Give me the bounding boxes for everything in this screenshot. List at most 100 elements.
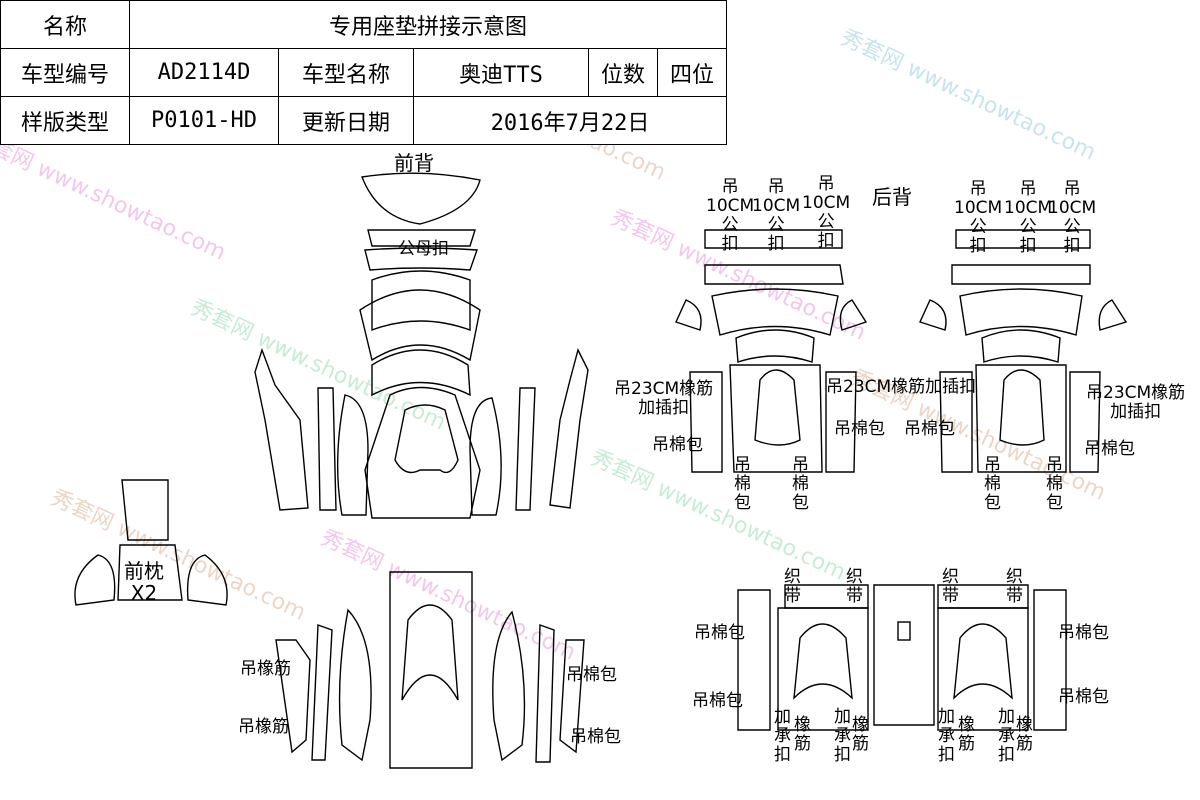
rear-seat-left-main	[777, 607, 869, 731]
front-seat-right-side	[559, 639, 585, 754]
label-add-clip-3: 加 承 扣	[938, 707, 955, 765]
front-back-seat-main	[364, 386, 481, 519]
rear-back-left-side-l	[689, 371, 723, 473]
rear-seat-center	[873, 584, 935, 726]
front-back-top-piece	[361, 172, 481, 225]
label-add-clip-2: 加 承 扣	[834, 707, 851, 765]
label-cotton-14: 吊棉包	[1058, 687, 1109, 707]
front-left-side-1	[254, 347, 309, 511]
rear-back-left-inner	[754, 369, 801, 446]
label-cotton-5: 吊棉包	[904, 419, 955, 439]
label-strap-4: 织 带	[1006, 567, 1023, 606]
front-back-middle	[371, 349, 471, 397]
rear-back-left-strip-1	[704, 229, 843, 249]
label-cotton-1: 吊棉包	[652, 435, 703, 455]
front-seat-left-side	[275, 639, 311, 754]
headrest-right	[186, 554, 228, 606]
label-hang-23cm-mid: 吊23CM橡筋加插扣	[826, 377, 977, 397]
label-front-back: 前背	[394, 151, 434, 175]
seats-value: 四位	[657, 48, 727, 97]
info-table: 名称 专用座垫拼接示意图 车型编号 AD2114D 车型名称 奥迪TTS 位数 …	[0, 0, 727, 145]
label-male-female-clip: 公母扣	[398, 239, 449, 259]
front-right-side-2	[515, 387, 536, 511]
label-cotton-7: 吊 棉 包	[1046, 455, 1063, 513]
label-cotton-9: 吊棉包	[566, 665, 617, 685]
label-hang-10cm-5: 吊 10CM 公 扣	[1004, 179, 1053, 256]
rear-back-right-main	[975, 364, 1067, 473]
front-back-seat-inner	[394, 404, 459, 474]
model-name-value: 奥迪TTS	[413, 48, 589, 97]
rear-back-right-ear-r	[1098, 299, 1128, 331]
label-hang-10cm-6: 吊 10CM 公 扣	[1048, 179, 1097, 256]
label-cotton-6: 吊 棉 包	[984, 455, 1001, 513]
front-back-strip-2	[364, 247, 478, 271]
rear-back-right-arch	[959, 288, 1083, 336]
label-cotton-12: 吊棉包	[692, 691, 743, 711]
label-strap-1: 织 带	[784, 567, 801, 606]
name-label: 名称	[0, 0, 130, 49]
rear-back-left-main	[729, 364, 823, 473]
label-hang-23cm-left: 吊23CM橡筋 加插扣	[614, 379, 714, 418]
rear-seat-right-inner	[953, 623, 1013, 700]
front-seat-left-side-2	[311, 624, 333, 761]
label-elastic-1: 吊橡筋	[240, 659, 291, 679]
rear-back-left-ear-l	[675, 299, 702, 331]
front-right-side-1	[549, 348, 589, 509]
rear-back-right-mid	[981, 329, 1061, 363]
label-cotton-8: 吊棉包	[1084, 439, 1135, 459]
name-value: 专用座垫拼接示意图	[129, 0, 727, 49]
label-cotton-11: 吊棉包	[694, 623, 745, 643]
rear-seat-right-main	[937, 607, 1029, 731]
front-back-arch	[359, 289, 481, 362]
label-hang-23cm-right: 吊23CM橡筋 加插扣	[1086, 383, 1186, 422]
rear-back-right-inner	[999, 369, 1045, 446]
front-seat-right-side-2	[535, 624, 555, 763]
front-right-side-3	[469, 397, 502, 516]
label-elastic-2: 吊橡筋	[238, 717, 289, 737]
rear-seat-left-outer	[737, 589, 771, 731]
model-code-value: AD2114D	[129, 48, 279, 97]
label-strap-2: 织 带	[846, 567, 863, 606]
front-left-side-2	[317, 387, 337, 511]
model-code-label: 车型编号	[0, 48, 130, 97]
front-seat-inner	[401, 604, 459, 701]
update-date-label: 更新日期	[278, 96, 414, 145]
front-back-upper-panel	[371, 270, 471, 332]
rear-back-left-ear-r	[839, 299, 868, 331]
rear-back-right-strip-2	[951, 264, 1091, 285]
model-name-label: 车型名称	[278, 48, 414, 97]
headrest-top	[121, 479, 169, 541]
label-strap-3: 织 带	[942, 567, 959, 606]
rear-back-left-side-r	[825, 371, 857, 473]
label-rear-back: 后背	[872, 185, 912, 209]
label-hang-10cm-1: 吊 10CM 公 扣	[706, 177, 755, 254]
update-date-value: 2016年7月22日	[413, 96, 727, 145]
label-elastic-3: 橡 筋	[794, 715, 811, 754]
label-hang-10cm-3: 吊 10CM 公 扣	[802, 174, 851, 251]
label-hang-10cm-2: 吊 10CM 公 扣	[752, 177, 801, 254]
pattern-type-label: 样版类型	[0, 96, 130, 145]
pattern-type-value: P0101-HD	[129, 96, 279, 145]
rear-back-right-strip-1	[955, 229, 1091, 249]
label-elastic-5: 橡 筋	[958, 715, 975, 754]
front-back-strip-1	[367, 229, 476, 247]
label-hang-10cm-4: 吊 10CM 公 扣	[954, 179, 1003, 256]
front-left-side-3	[336, 394, 369, 516]
front-seat-panel	[389, 571, 473, 769]
rear-back-left-strip-2	[704, 264, 844, 285]
label-cotton-13: 吊棉包	[1058, 623, 1109, 643]
rear-back-left-arch	[711, 288, 839, 336]
label-cotton-2: 吊 棉 包	[734, 455, 751, 513]
label-cotton-3: 吊 棉 包	[792, 455, 809, 513]
seats-label: 位数	[588, 48, 658, 97]
label-add-clip-1: 加 承 扣	[774, 707, 791, 765]
rear-back-right-ear-l	[919, 299, 947, 331]
headrest-center	[117, 544, 183, 601]
rear-seat-center-slot	[897, 621, 911, 641]
rear-seat-right-outer	[1033, 589, 1067, 731]
rear-back-right-side-l	[939, 371, 973, 473]
headrest-left	[74, 554, 116, 606]
label-elastic-4: 橡 筋	[852, 715, 869, 754]
